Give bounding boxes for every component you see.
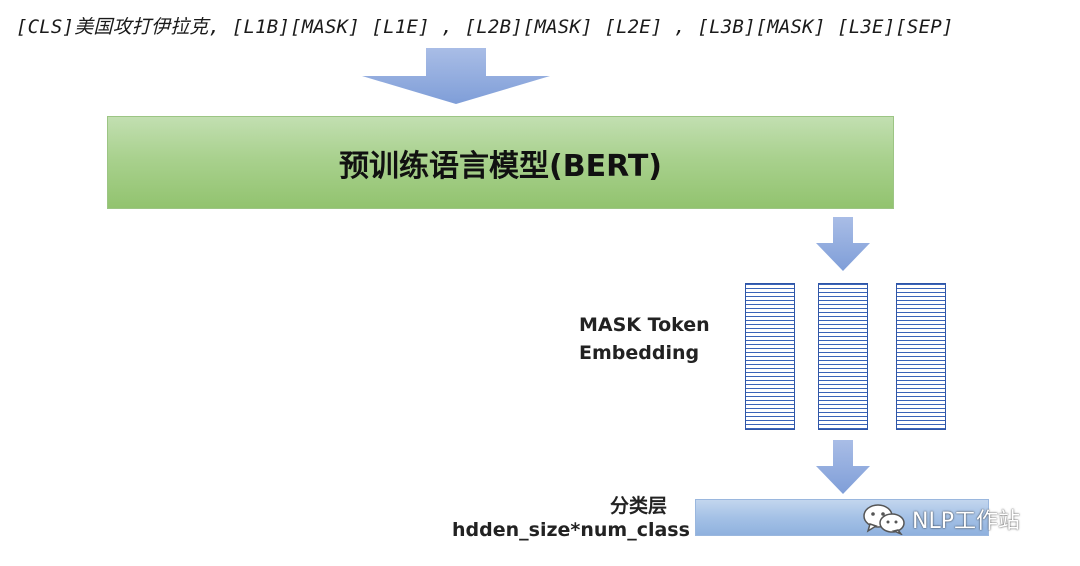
embedding-column-1 xyxy=(745,283,795,430)
watermark-text: NLP工作站 xyxy=(912,509,1020,534)
embedding-label-line-1: MASK Token xyxy=(579,314,710,336)
bert-model-label: 预训练语言模型(BERT) xyxy=(339,148,662,184)
wechat-icon xyxy=(863,504,905,535)
mask-token-embedding-label: MASK Token Embedding xyxy=(579,311,710,367)
classifier-layer-bar xyxy=(695,499,989,536)
down-arrow-icon xyxy=(816,217,870,271)
classifier-title: 分类层 xyxy=(610,495,668,517)
embedding-label-line-2: Embedding xyxy=(579,342,700,364)
down-arrow-icon xyxy=(816,440,870,494)
bert-model-box: 预训练语言模型(BERT) xyxy=(107,116,894,209)
embedding-column-3 xyxy=(896,283,946,430)
watermark: NLP工作站 xyxy=(862,503,1020,535)
embedding-column-2 xyxy=(818,283,868,430)
down-arrow-icon xyxy=(362,48,550,104)
classifier-formula: hdden_size*num_class xyxy=(452,519,690,541)
input-sequence-text: [CLS]美国攻打伊拉克, [L1B][MASK] [L1E] , [L2B][… xyxy=(16,16,954,38)
